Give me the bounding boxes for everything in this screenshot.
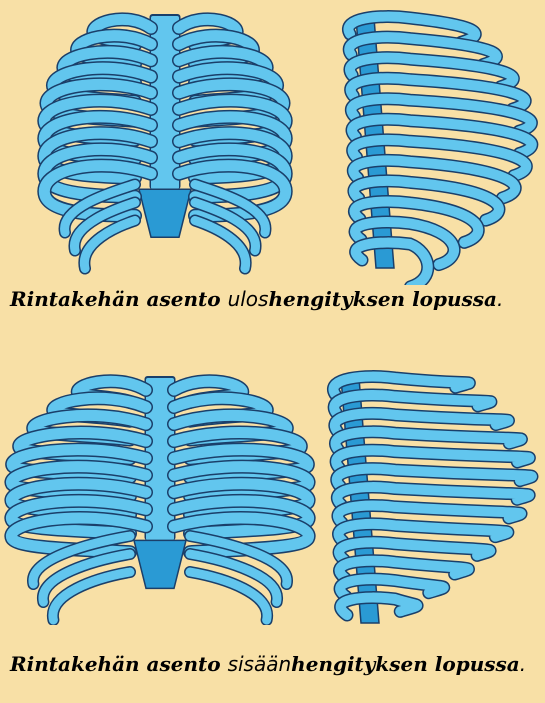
ribcage-side-view-exhale	[348, 17, 531, 285]
ribcage-inhale-figure	[0, 350, 545, 625]
caption-inhale: Rintakehän asento sisäänhengityksen lopu…	[10, 652, 540, 676]
caption-exhale-end: .	[497, 287, 503, 311]
caption-exhale: Rintakehän asento uloshengityksen lopuss…	[10, 287, 540, 311]
caption-inhale-end: .	[520, 652, 526, 676]
ribcage-front-view-inhale	[11, 376, 308, 620]
caption-exhale-suffix: hengityksen lopussa	[268, 287, 497, 311]
ribcage-front-view-exhale	[44, 14, 285, 269]
xiphoid	[134, 540, 186, 588]
xiphoid	[139, 189, 191, 237]
caption-exhale-emphasis: ulos	[228, 287, 269, 311]
caption-inhale-prefix: Rintakehän asento	[10, 652, 228, 676]
caption-inhale-suffix: hengityksen lopussa	[291, 652, 520, 676]
caption-exhale-prefix: Rintakehän asento	[10, 287, 228, 311]
ribcage-side-view-inhale	[333, 377, 532, 623]
ribcage-exhale-figure	[0, 0, 545, 285]
caption-inhale-emphasis: sisään	[228, 652, 292, 676]
